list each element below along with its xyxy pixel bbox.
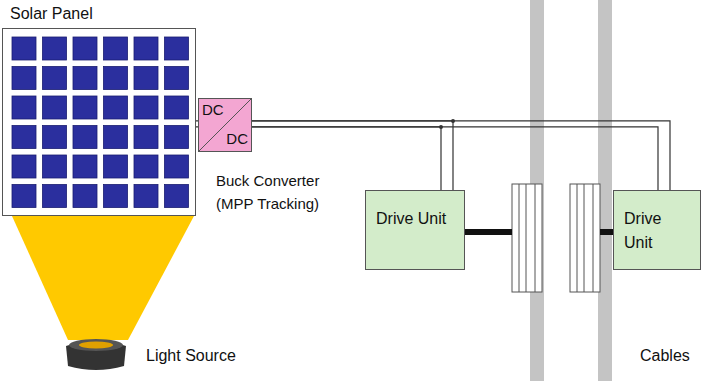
converter-input-label: DC: [202, 101, 224, 120]
solar-cell: [164, 125, 188, 148]
solar-cell: [164, 184, 188, 207]
solar-cell: [73, 37, 97, 60]
cable-clamp: [512, 184, 542, 292]
solar-cell: [73, 66, 97, 89]
solar-cell: [12, 155, 36, 178]
solar-cell: [134, 184, 158, 207]
solar-cell: [12, 96, 36, 119]
solar-cell: [134, 125, 158, 148]
drive-unit-label: Drive Unit: [624, 207, 692, 255]
solar-cell: [73, 184, 97, 207]
solar-cell: [42, 155, 66, 178]
drive-unit: Drive Unit: [613, 190, 701, 270]
solar-cell: [12, 184, 36, 207]
converter-caption: Buck Converter (MPP Tracking): [216, 170, 328, 215]
panel-title: Solar Panel: [10, 4, 93, 24]
solar-cell: [42, 125, 66, 148]
solar-cell: [103, 66, 127, 89]
light-source-symbol: [66, 339, 126, 370]
solar-cell: [73, 155, 97, 178]
drive-unit: Drive Unit: [365, 190, 465, 270]
solar-cells: [2, 28, 196, 216]
drive-shaft: [465, 229, 512, 235]
solar-cell: [164, 96, 188, 119]
diagonal-line: [199, 99, 251, 151]
solar-cell: [134, 155, 158, 178]
solar-cell: [42, 96, 66, 119]
solar-cell: [103, 37, 127, 60]
solar-cell: [103, 125, 127, 148]
panel-frame: [2, 28, 196, 216]
solar-cell: [134, 37, 158, 60]
light-beam: [12, 216, 194, 340]
solar-cell: [73, 96, 97, 119]
solar-cell: [103, 155, 127, 178]
solar-cell: [134, 96, 158, 119]
solar-cell: [12, 66, 36, 89]
solar-cell: [164, 66, 188, 89]
solar-cell: [134, 66, 158, 89]
solar-cell: [42, 184, 66, 207]
solar-cell: [73, 125, 97, 148]
light-source-label: Light Source: [146, 346, 236, 365]
solar-cell: [12, 37, 36, 60]
solar-cell: [42, 37, 66, 60]
solar-cell: [164, 37, 188, 60]
drive-shaft: [600, 229, 613, 235]
solar-panel: Solar Panel: [2, 0, 198, 217]
solar-cell: [164, 155, 188, 178]
converter-box: DCDC: [198, 98, 252, 152]
solar-cell: [103, 184, 127, 207]
cable-clamp: [570, 184, 600, 292]
solar-cell: [12, 125, 36, 148]
drive-unit-label: Drive Unit: [376, 207, 456, 231]
converter-output-label: DC: [226, 130, 248, 149]
solar-cell: [42, 66, 66, 89]
cables-label: Cables: [640, 346, 690, 365]
solar-cell: [103, 96, 127, 119]
buck-converter: DCDC Buck Converter (MPP Tracking): [198, 98, 328, 213]
